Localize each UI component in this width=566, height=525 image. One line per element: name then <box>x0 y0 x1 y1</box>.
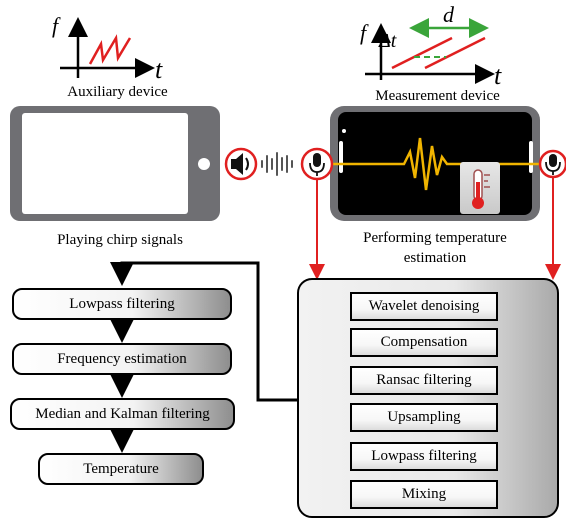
microphone-icon <box>538 149 566 179</box>
step-median-kalman-filtering: Median and Kalman filtering <box>10 398 235 430</box>
proc-compensation: Compensation <box>350 328 498 357</box>
caption-auxiliary-device: Auxiliary device <box>67 84 168 100</box>
auxiliary-phone <box>10 106 220 221</box>
step-lowpass-filtering: Lowpass filtering <box>12 288 232 320</box>
sound-wave-icon <box>261 152 293 176</box>
aux-y-label: f <box>52 13 61 38</box>
speaker-icon <box>224 147 258 181</box>
thermometer-icon <box>460 162 500 214</box>
panel-to-pipeline-connector <box>110 261 298 402</box>
step-frequency-estimation: Frequency estimation <box>12 343 232 375</box>
aux-x-label: t <box>155 55 163 84</box>
proc-ransac-filtering: Ransac filtering <box>350 366 498 395</box>
caption-playing: Playing chirp signals <box>57 232 183 248</box>
chirp-line-1 <box>391 36 453 70</box>
delta-t-label: Δt <box>378 30 397 52</box>
measurement-plot <box>365 18 495 84</box>
proc-mixing: Mixing <box>350 480 498 509</box>
caption-performing-line2: estimation <box>403 250 467 266</box>
caption-performing-line1: Performing temperature <box>363 230 507 246</box>
chirp-line-2 <box>424 36 486 70</box>
auxiliary-plot <box>60 17 155 78</box>
received-signal-wave <box>328 137 540 191</box>
proc-lowpass-filtering: Lowpass filtering <box>350 442 498 471</box>
chirp-sawtooth <box>88 34 132 65</box>
microphone-icon <box>300 147 334 181</box>
distance-label: d <box>443 2 455 27</box>
meas-y-label: f <box>360 20 369 45</box>
meas-x-label: t <box>494 61 502 90</box>
proc-upsampling: Upsampling <box>350 403 498 432</box>
step-temperature: Temperature <box>38 453 204 485</box>
caption-measurement-device: Measurement device <box>375 88 500 104</box>
proc-wavelet-denoising: Wavelet denoising <box>350 292 498 321</box>
